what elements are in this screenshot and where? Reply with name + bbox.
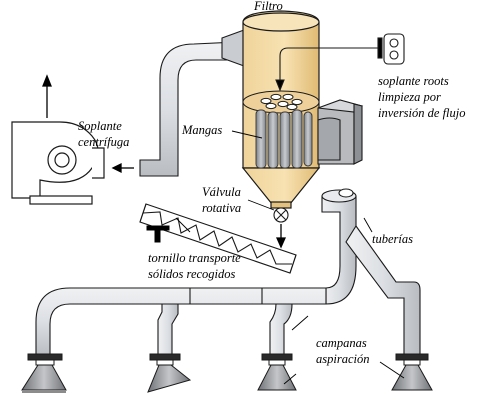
- up-arrow-icon: [43, 76, 51, 118]
- label-valvula-1: Válvula: [202, 185, 241, 199]
- label-tornillo-1: tornillo transporte: [148, 251, 241, 265]
- label-soplante-roots-1: soplante roots: [378, 74, 449, 88]
- label-soplante-centrifuga-1: Soplante: [78, 119, 122, 133]
- filter-bags: [256, 110, 312, 168]
- label-soplante-roots-2: limpieza por: [378, 90, 441, 104]
- label-campanas-2: aspiración: [316, 352, 369, 366]
- label-campanas-1: campanas: [316, 336, 367, 350]
- suction-hood-2: [148, 354, 190, 392]
- outlet-duct: [140, 30, 244, 176]
- roots-blower-icon: [378, 34, 404, 64]
- label-mangas: Mangas: [181, 123, 222, 137]
- label-tornillo-2: sólidos recogidos: [148, 267, 236, 281]
- label-filtro: Filtro: [253, 0, 283, 13]
- return-duct: [322, 189, 420, 356]
- label-valvula-2: rotativa: [202, 201, 241, 215]
- rotary-valve-icon: [274, 208, 288, 222]
- left-arrow-icon: [113, 164, 134, 172]
- suction-hood-4: [392, 354, 432, 390]
- screw-discharge: [147, 226, 169, 242]
- suction-hood-1: [22, 354, 66, 392]
- inlet-box: [318, 100, 362, 164]
- label-soplante-centrifuga-2: centrífuga: [78, 135, 129, 149]
- bag-plate: [243, 91, 319, 113]
- label-tuberias: tuberías: [372, 232, 413, 246]
- label-soplante-roots-3: inversión de flujo: [378, 106, 466, 120]
- main-duct: [36, 288, 326, 356]
- down-arrow-icon: [277, 224, 285, 247]
- suction-hood-3: [258, 354, 296, 390]
